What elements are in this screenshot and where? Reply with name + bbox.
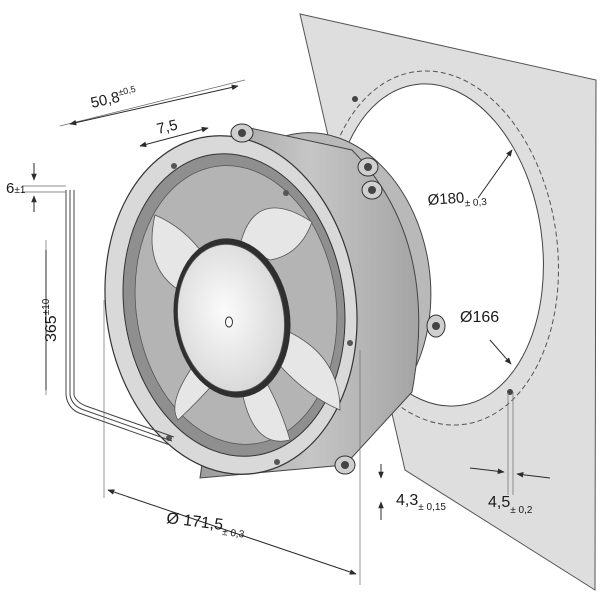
blade-top bbox=[239, 207, 313, 261]
flange-lug-bottom bbox=[334, 455, 356, 475]
front-screw-5 bbox=[274, 459, 280, 465]
dim-flange-label: 4,3± 0,15 bbox=[396, 492, 446, 513]
cable bbox=[65, 190, 175, 446]
dim-length-label: 50,8±0,5 bbox=[89, 84, 139, 112]
dim-hole-size-label: 4,5± 0,2 bbox=[488, 494, 533, 516]
panel-hole-top bbox=[352, 96, 358, 102]
blade-right bbox=[274, 329, 341, 411]
flange-lug-right-1 bbox=[357, 157, 379, 177]
panel-hole-bottom bbox=[507, 389, 513, 395]
front-screw-3 bbox=[347, 340, 353, 346]
dim-offset-label: 7,5 bbox=[155, 117, 179, 138]
dim-cutout-label: Ø166 bbox=[460, 309, 499, 326]
dim-cable-length-label: 365±10 bbox=[41, 298, 60, 342]
front-screw-2 bbox=[283, 190, 289, 196]
flange-lug-right-2 bbox=[361, 180, 383, 200]
dim-hole-circle-label: Ø180± 0,3 bbox=[427, 188, 488, 212]
dim-wire-strip-label: 6±1 bbox=[6, 180, 26, 197]
flange-lug-top bbox=[230, 123, 254, 143]
dimension-labels: 50,8±0,5 7,5 6±1 365±10 Ø180± 0,3 Ø166 Ø… bbox=[6, 84, 533, 541]
front-screw-1 bbox=[171, 163, 177, 169]
dim-diameter-label: Ø 171,5± 0,3 bbox=[165, 510, 247, 541]
dimension-lines bbox=[22, 79, 551, 585]
hub-center-hole bbox=[225, 316, 233, 328]
flange-lug-side bbox=[426, 314, 446, 338]
fan-hub bbox=[173, 238, 291, 398]
